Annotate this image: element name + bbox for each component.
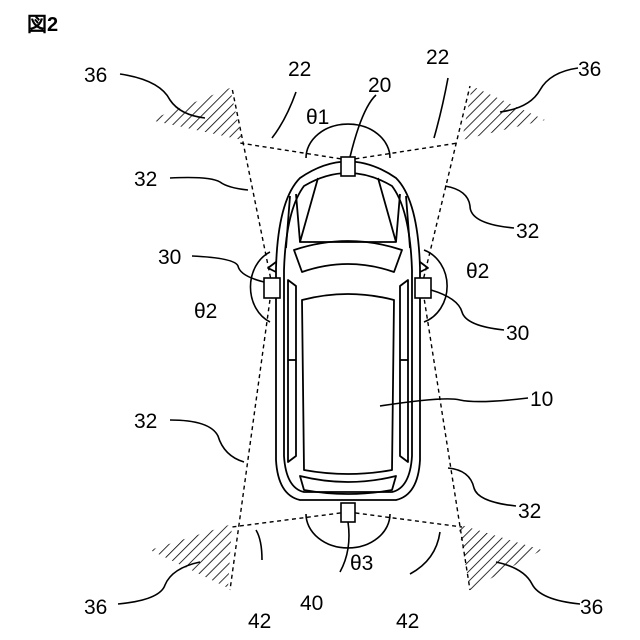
label-42-right: 42 <box>396 610 419 633</box>
label-30-right: 30 <box>506 322 529 345</box>
vehicle-body <box>268 162 428 501</box>
hood-center <box>300 178 396 242</box>
left-mirror <box>268 262 276 272</box>
left-side-sensor <box>264 278 280 298</box>
label-32-bottom-left: 32 <box>134 410 157 433</box>
leader-42-left <box>256 530 262 560</box>
angle-label-side-left: θ2 <box>194 300 217 323</box>
leader-30-right <box>431 290 504 330</box>
label-36-top-left: 36 <box>84 64 107 87</box>
side-range-left-upper <box>232 88 272 285</box>
front-range-right-line <box>348 143 458 160</box>
label-36-bottom-left: 36 <box>84 596 107 619</box>
leader-32-top-left <box>170 178 248 191</box>
right-a-pillar <box>396 194 410 248</box>
label-10: 10 <box>530 388 553 411</box>
front-range-left-line <box>240 143 348 160</box>
label-32-top-left: 32 <box>134 168 157 191</box>
leader-22-left <box>272 92 296 138</box>
label-32-bottom-right: 32 <box>518 500 541 523</box>
left-a-pillar <box>286 194 300 248</box>
label-20: 20 <box>368 74 391 97</box>
blind-zone-front-right <box>462 86 545 140</box>
blind-zone-front-left <box>150 88 242 140</box>
left-side-window <box>288 280 296 462</box>
rear-range-left-line <box>232 512 348 527</box>
label-32-top-right: 32 <box>516 220 539 243</box>
roof <box>302 294 394 474</box>
label-22-left: 22 <box>288 58 311 81</box>
rear-range-right-line <box>348 512 462 527</box>
windshield <box>294 241 402 272</box>
right-side-sensor <box>415 278 431 298</box>
leader-32-top-right <box>445 186 514 228</box>
leader-42-right <box>410 532 440 574</box>
angle-arc-front <box>306 124 390 158</box>
label-36-bottom-right: 36 <box>580 596 603 619</box>
right-mirror <box>420 262 428 272</box>
leader-32-bottom-right <box>448 468 516 506</box>
side-range-left-lower <box>230 285 272 590</box>
front-sensor <box>341 157 355 176</box>
label-40: 40 <box>300 592 323 615</box>
label-42-left: 42 <box>248 610 271 633</box>
leader-32-bottom-left <box>170 420 244 462</box>
leader-30-left <box>192 256 264 282</box>
leader-22-right <box>434 78 448 138</box>
leader-10 <box>380 398 528 406</box>
angle-label-rear: θ3 <box>350 552 373 575</box>
label-22-right: 22 <box>426 46 449 69</box>
label-30-left: 30 <box>158 246 181 269</box>
angle-label-side-right: θ2 <box>466 260 489 283</box>
label-36-top-right: 36 <box>578 58 601 81</box>
angle-label-front: θ1 <box>306 106 329 129</box>
right-side-window <box>400 280 408 462</box>
blind-zone-rear-left <box>150 524 232 588</box>
rear-sensor <box>341 503 355 522</box>
angle-arcs <box>250 124 447 548</box>
